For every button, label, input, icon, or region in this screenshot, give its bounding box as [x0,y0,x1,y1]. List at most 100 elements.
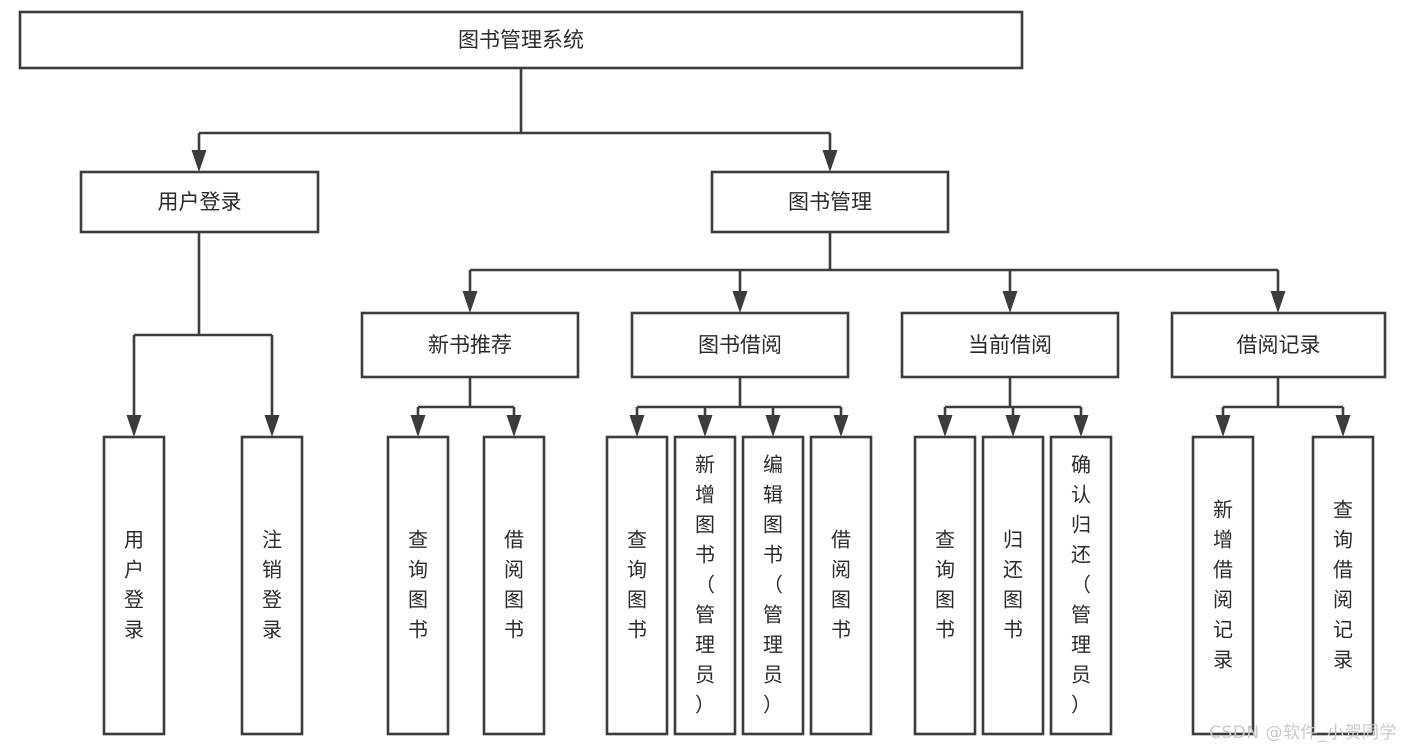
label-char: 图 [831,587,851,611]
arrow-to-leaf-confirm-return-admin [1073,407,1089,437]
label-char: 阅 [1213,587,1233,611]
label-char: （ [695,572,715,596]
label-char: 新 [695,452,715,476]
node-leaf-return-book[interactable]: 归还图书 [981,435,1045,736]
node-leaf-user-login[interactable]: 用户登录 [102,435,166,736]
label-char: 归 [1003,527,1023,551]
node-label-leaf-add-book-admin: 新增图书（管理员） [695,452,715,716]
node-leaf-query-book-current[interactable]: 查询图书 [913,435,977,736]
label-char: 增 [695,482,715,506]
arrow-layer [126,133,1351,437]
node-box-leaf-confirm-return-admin[interactable] [1049,435,1113,736]
node-label-leaf-user-logout: 注销登录 [262,527,282,641]
node-box-leaf-query-book-current[interactable] [913,435,977,736]
arrow-to-leaf-user-login [126,335,142,437]
label-char: 图 [935,587,955,611]
node-box-current-borrow[interactable] [900,311,1120,379]
connector-current-borrow-bar [945,377,1081,409]
node-box-leaf-query-book-borrow[interactable] [605,435,669,736]
node-leaf-query-book-borrow[interactable]: 查询图书 [605,435,669,736]
label-char: 增 [1213,527,1233,551]
label-char: 录 [1213,647,1233,671]
node-box-leaf-user-login[interactable] [102,435,166,736]
arrow-to-leaf-borrow-book [833,407,849,437]
label-char: 阅 [1333,587,1353,611]
node-box-leaf-add-book-admin[interactable] [673,435,737,736]
label-char: 图 [695,512,715,536]
label-char: 书 [408,617,428,641]
arrow-to-book-management [822,133,838,172]
node-box-root[interactable] [18,10,1024,70]
label-char: 书 [1003,617,1023,641]
label-char: 管 [695,602,715,626]
arrow-head-icon [732,291,748,313]
node-label-leaf-add-borrow-record: 新增借阅记录 [1213,497,1233,671]
label-char: 录 [1333,647,1353,671]
arrow-to-current-borrow [1002,270,1018,313]
node-current-borrow[interactable]: 当前借阅 [900,311,1120,379]
connector-new-book-recommend-bar [418,377,514,409]
node-root[interactable]: 图书管理系统 [18,10,1024,70]
node-leaf-user-logout[interactable]: 注销登录 [240,435,304,736]
node-user-login[interactable]: 用户登录 [79,170,320,234]
label-char: 归 [1071,512,1091,536]
arrow-to-book-borrow [732,270,748,313]
node-box-leaf-return-book[interactable] [981,435,1045,736]
node-leaf-borrow-book[interactable]: 借阅图书 [809,435,873,736]
label-char: 确 [1071,452,1091,476]
arrow-head-icon [822,150,838,172]
node-book-borrow[interactable]: 图书借阅 [630,311,850,379]
node-box-leaf-add-borrow-record[interactable] [1191,435,1255,736]
arrow-head-icon [697,415,713,437]
node-label-leaf-query-book-current: 查询图书 [935,527,955,641]
label-char: ） [695,692,715,716]
node-box-book-borrow[interactable] [630,311,850,379]
node-leaf-add-borrow-record[interactable]: 新增借阅记录 [1191,435,1255,736]
node-label-book-management: 图书管理 [788,190,872,214]
label-char: 辑 [763,482,783,506]
label-char: 员 [1071,662,1091,686]
label-char: （ [763,572,783,596]
node-box-leaf-query-borrow-record[interactable] [1311,435,1375,736]
node-box-leaf-query-book-recommend[interactable] [386,435,450,736]
label-char: 书 [695,542,715,566]
label-char: 图 [1003,587,1023,611]
node-box-leaf-borrow-book-recommend[interactable] [482,435,546,736]
node-box-new-book-recommend[interactable] [360,311,580,379]
connector-root-bar [199,68,830,135]
node-leaf-add-book-admin[interactable]: 新增图书（管理员） [673,435,737,736]
node-new-book-recommend[interactable]: 新书推荐 [360,311,580,379]
arrow-to-leaf-add-book-admin [697,407,713,437]
node-label-current-borrow: 当前借阅 [968,333,1052,357]
label-char: ） [763,692,783,716]
label-char: 员 [695,662,715,686]
label-char: 询 [935,557,955,581]
arrow-to-leaf-return-book [1005,407,1021,437]
node-book-management[interactable]: 图书管理 [710,170,950,234]
node-label-leaf-query-book-borrow: 查询图书 [627,527,647,641]
node-borrow-record[interactable]: 借阅记录 [1170,311,1387,379]
node-leaf-borrow-book-recommend[interactable]: 借阅图书 [482,435,546,736]
node-leaf-confirm-return-admin[interactable]: 确认归还（管理员） [1049,435,1113,736]
arrow-head-icon [833,415,849,437]
label-char: 查 [408,527,428,551]
node-label-leaf-edit-book-admin: 编辑图书（管理员） [763,452,783,716]
node-box-borrow-record[interactable] [1170,311,1387,379]
label-char: 书 [504,617,524,641]
node-leaf-edit-book-admin[interactable]: 编辑图书（管理员） [741,435,805,736]
label-char: 销 [262,557,282,581]
node-box-user-login[interactable] [79,170,320,234]
node-leaf-query-book-recommend[interactable]: 查询图书 [386,435,450,736]
node-box-leaf-user-logout[interactable] [240,435,304,736]
node-box-book-management[interactable] [710,170,950,234]
node-label-leaf-query-borrow-record: 查询借阅记录 [1333,497,1353,671]
label-char: 阅 [831,557,851,581]
label-char: 询 [627,557,647,581]
label-char: 书 [935,617,955,641]
label-char: 录 [124,617,144,641]
node-box-leaf-edit-book-admin[interactable] [741,435,805,736]
label-char: 记 [1333,617,1353,641]
node-label-root: 图书管理系统 [458,28,584,52]
node-box-leaf-borrow-book[interactable] [809,435,873,736]
node-leaf-query-borrow-record[interactable]: 查询借阅记录 [1311,435,1375,736]
